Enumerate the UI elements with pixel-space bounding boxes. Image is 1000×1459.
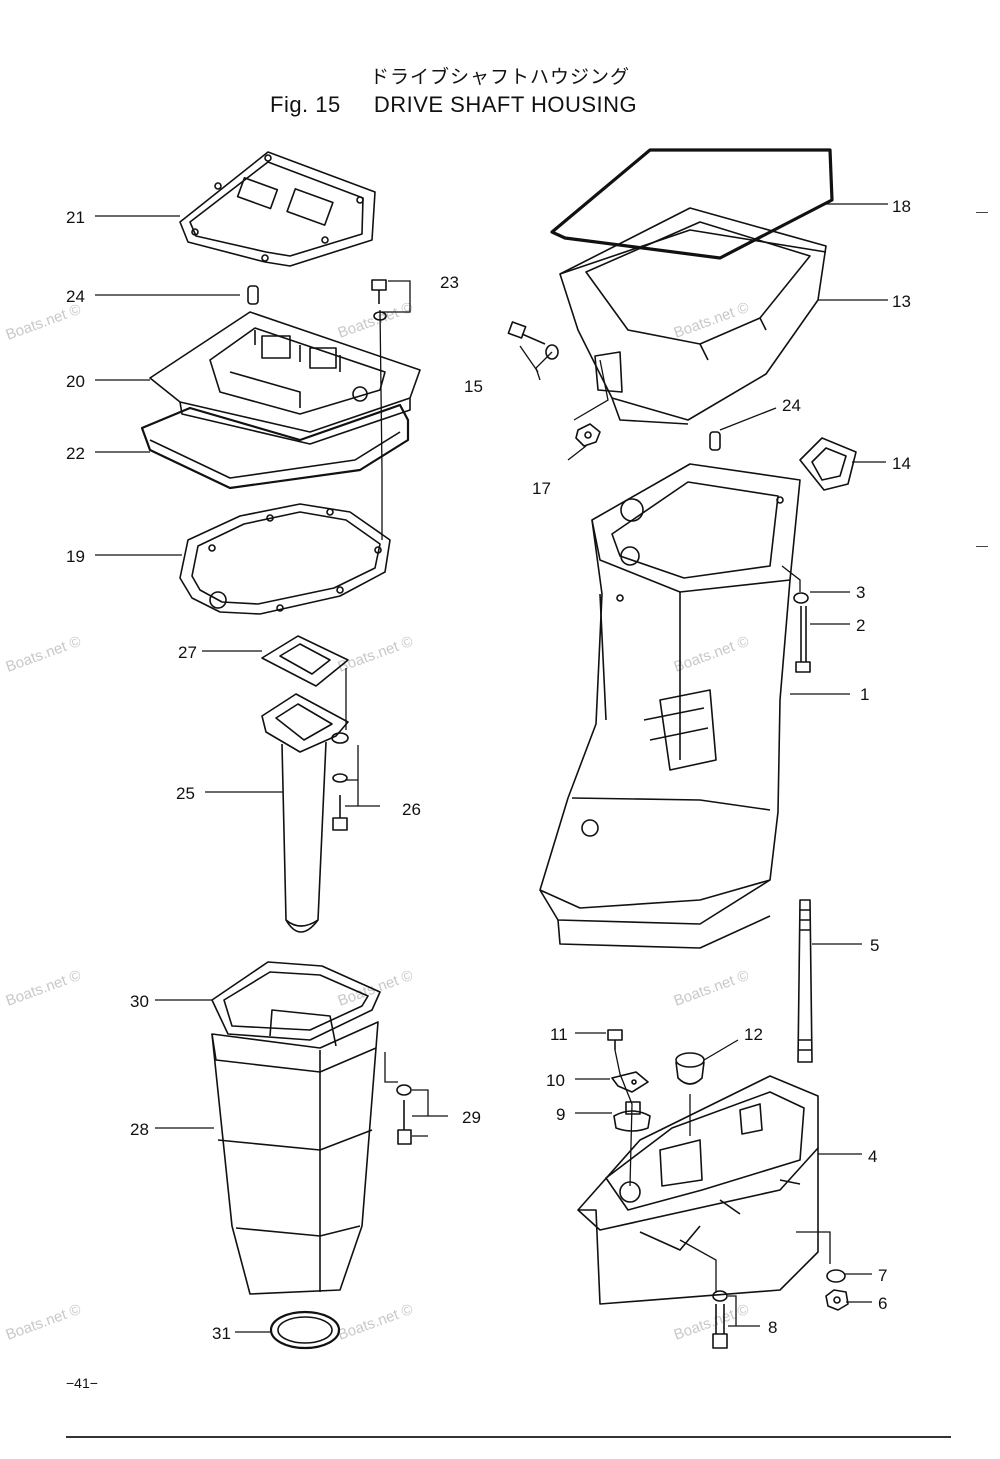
callout-20: 20 (66, 372, 85, 391)
watermark: Boats.net © (336, 299, 416, 342)
callout-24-left: 24 (66, 287, 85, 306)
diagram-title-japanese: ドライブシャフトハウジング (369, 66, 630, 88)
watermark: Boats.net © (336, 633, 416, 676)
edge-tick (976, 546, 988, 547)
part-17-nut (575, 423, 601, 447)
diagram-title: Fig. 15 DRIVE SHAFT HOUSING (270, 92, 638, 117)
callout-25: 25 (176, 784, 195, 803)
watermark: Boats.net © (672, 299, 752, 342)
part-13-upper-cover (559, 207, 827, 425)
part-26-bolt-washers (331, 732, 349, 831)
callout-21: 21 (66, 208, 85, 227)
part-9-bushing (613, 1101, 651, 1132)
part-21-gasket (179, 151, 376, 267)
callout-30: 30 (130, 992, 149, 1011)
part-4-lower-housing (577, 1075, 819, 1305)
part-15-bolt-washer (507, 321, 559, 360)
callout-23: 23 (440, 273, 459, 292)
part-14-grommet (799, 437, 857, 491)
callout-12: 12 (744, 1025, 763, 1044)
part-10-plate (611, 1071, 649, 1093)
callout-15: 15 (464, 377, 483, 396)
part-19-gasket (179, 503, 391, 615)
callout-9: 9 (556, 1105, 565, 1124)
callout-31: 31 (212, 1324, 231, 1343)
callout-18: 18 (892, 197, 911, 216)
callout-3: 3 (856, 583, 865, 602)
part-6-nut (825, 1289, 849, 1311)
part-18-seal (550, 148, 834, 260)
callout-28: 28 (130, 1120, 149, 1139)
part-29-bolt-washer (396, 1084, 412, 1145)
callout-19: 19 (66, 547, 85, 566)
part-27-gasket (261, 635, 349, 687)
callout-4: 4 (868, 1147, 877, 1166)
watermark: Boats.net © (4, 1301, 84, 1344)
callout-17: 17 (532, 479, 551, 498)
part-1-drive-shaft-housing (539, 463, 801, 949)
part-20-adapter-plate (149, 311, 421, 445)
part-11-bolt (607, 1029, 623, 1050)
callout-7: 7 (878, 1266, 887, 1285)
part-31-seal (269, 1310, 341, 1350)
leader-lines (95, 203, 888, 1333)
callout-11: 11 (550, 1025, 568, 1044)
footer-rule (66, 1436, 951, 1438)
callout-29: 29 (462, 1108, 481, 1127)
callout-27: 27 (178, 643, 197, 662)
callout-26: 26 (402, 800, 421, 819)
part-28-housing (211, 1009, 379, 1295)
callout-22: 22 (66, 444, 85, 463)
watermark: Boats.net © (672, 967, 752, 1010)
callout-10: 10 (546, 1071, 565, 1090)
callout-24-right: 24 (782, 396, 801, 415)
callout-8: 8 (768, 1318, 777, 1337)
page-number: −41− (66, 1375, 98, 1391)
watermark: Boats.net © (672, 633, 752, 676)
part-12-cup (675, 1052, 705, 1085)
watermark: Boats.net © (4, 967, 84, 1010)
watermark: Boats.net © (672, 1301, 752, 1344)
callout-13: 13 (892, 292, 911, 311)
part-24-dowel-right (709, 431, 721, 451)
part-3-washer (793, 592, 809, 604)
watermark: Boats.net © (4, 633, 84, 676)
callout-1: 1 (860, 685, 869, 704)
part-8-bolt-washer (712, 1290, 728, 1349)
part-2-bolt (795, 606, 811, 673)
part-30-gasket (211, 961, 381, 1041)
part-24-dowel-left (247, 285, 259, 305)
watermark: Boats.net © (336, 1301, 416, 1344)
part-5-stud (797, 899, 813, 1063)
callout-6: 6 (878, 1294, 887, 1313)
callout-14: 14 (892, 454, 911, 473)
callout-5: 5 (870, 936, 879, 955)
part-22-seal (140, 403, 410, 490)
watermark: Boats.net © (4, 301, 84, 344)
part-7-washer (826, 1269, 846, 1283)
edge-tick (976, 212, 988, 213)
callout-2: 2 (856, 616, 865, 635)
part-25-exhaust-tube (261, 693, 349, 933)
